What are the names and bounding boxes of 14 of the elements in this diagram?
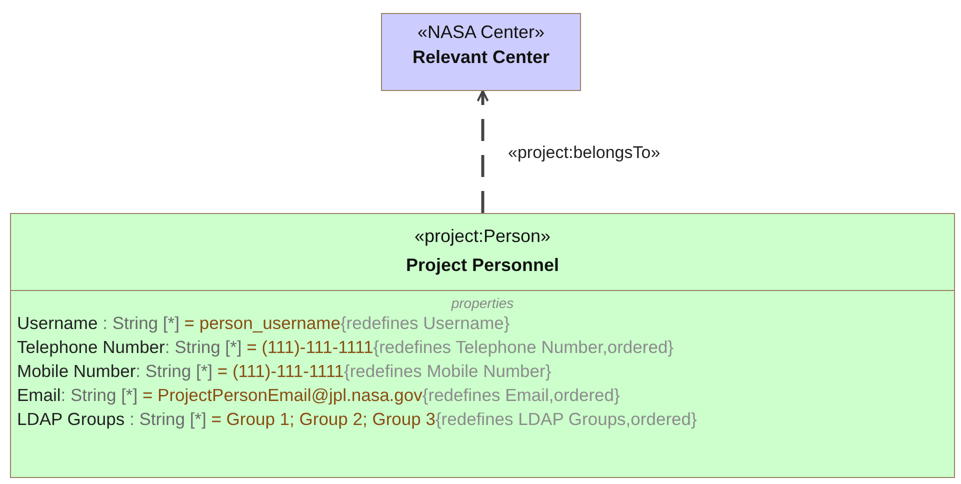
stereotype: «NASA Center» <box>416 21 546 44</box>
stereotype: «project:Person» <box>413 225 552 248</box>
property-line: Telephone Number: String [*] = (111)-111-1111{redefines Telephone Number,ordered} <box>17 336 675 359</box>
property-line: Mobile Number: String [*] = (111)-111-1111{redefines Mobile Number} <box>17 360 552 383</box>
dependency-arrow <box>476 90 489 213</box>
edge-label: «project:belongsTo» <box>508 143 660 163</box>
property-line: LDAP Groups : String [*] = Group 1; Group 2; Group 3{redefines LDAP Groups,ordered} <box>17 408 698 431</box>
class-name: Project Personnel <box>404 255 560 276</box>
class-name: Relevant Center <box>411 47 551 68</box>
property-line: Email: String [*] = ProjectPersonEmail@jpl.nasa.gov{redefines Email,ordered} <box>17 384 621 407</box>
property-line: Username : String [*] = person_username{redefines Username} <box>17 312 511 335</box>
class-box <box>10 213 955 478</box>
compartment-caption: properties <box>450 295 515 311</box>
class-box <box>381 13 581 91</box>
